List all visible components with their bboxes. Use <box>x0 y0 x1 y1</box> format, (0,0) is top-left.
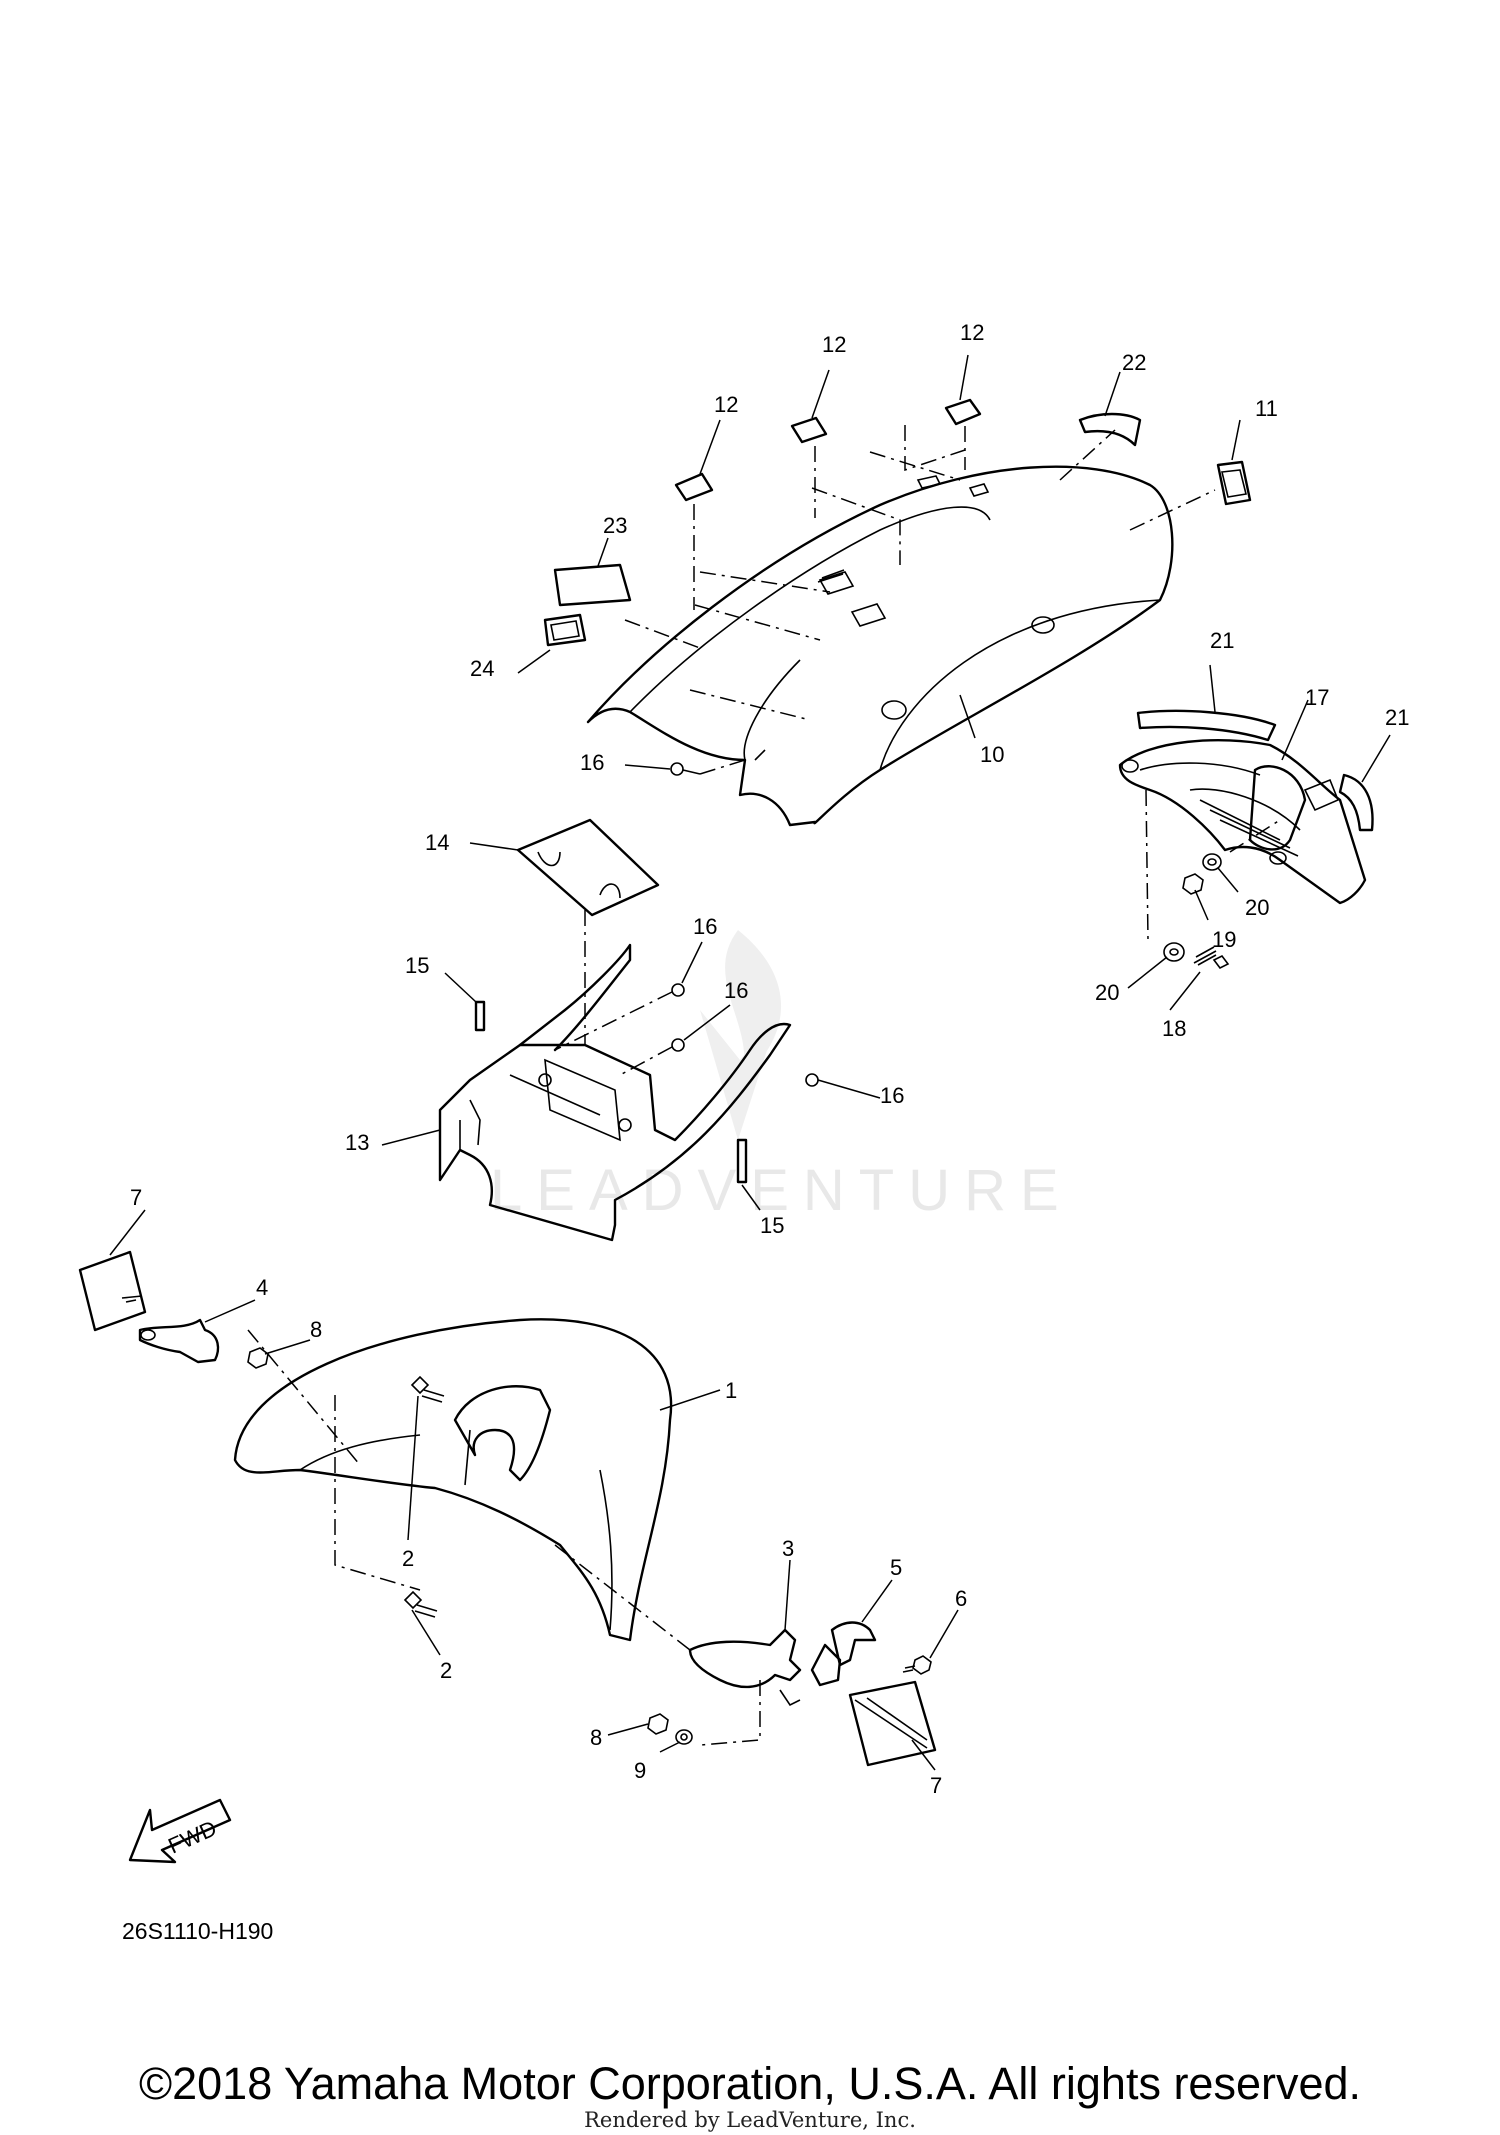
washer-20-a <box>1202 853 1222 871</box>
leadventure-watermark: LEADVENTURE <box>490 930 1073 1223</box>
front-fender <box>233 1318 673 1642</box>
decal-24 <box>543 613 587 647</box>
clip-15-b <box>736 1138 748 1184</box>
callout-10: 10 <box>980 742 1004 767</box>
damper-21-a <box>1136 709 1277 742</box>
callout-12: 12 <box>960 320 984 345</box>
callout-21: 21 <box>1385 705 1409 730</box>
pad-12-b <box>790 416 828 444</box>
callouts: 12 12 12 22 11 23 24 16 10 21 17 21 20 1… <box>130 320 1409 1798</box>
callout-16: 16 <box>580 750 604 775</box>
callout-19: 19 <box>1212 927 1236 952</box>
reflector-7-a <box>78 1250 147 1332</box>
callout-16: 16 <box>693 914 717 939</box>
callout-20: 20 <box>1245 895 1269 920</box>
nut-19 <box>1182 873 1204 895</box>
bolt-2-a <box>410 1375 445 1403</box>
bracket-13 <box>438 943 792 1242</box>
callout-9: 9 <box>634 1758 646 1783</box>
callout-23: 23 <box>603 513 627 538</box>
callout-15: 15 <box>760 1213 784 1238</box>
clip-15-a <box>474 1000 486 1032</box>
washer-20-b <box>1163 942 1185 962</box>
callout-22: 22 <box>1122 350 1146 375</box>
callout-12: 12 <box>822 332 846 357</box>
pad-12-a <box>674 472 714 502</box>
callout-24: 24 <box>470 656 494 681</box>
callout-14: 14 <box>425 830 449 855</box>
pad-12-c <box>944 398 982 426</box>
rendered-by-notice: Rendered by LeadVenture, Inc. <box>584 2108 916 2132</box>
taillight-bracket-17 <box>1118 738 1367 905</box>
plate-14 <box>516 818 660 917</box>
callout-8: 8 <box>590 1725 602 1750</box>
callout-7: 7 <box>130 1185 142 1210</box>
callout-15: 15 <box>405 953 429 978</box>
callout-2: 2 <box>402 1546 414 1571</box>
reflector-7-b <box>848 1680 937 1767</box>
fwd-arrow-icon: FWD <box>128 1798 232 1864</box>
decal-23 <box>553 563 632 607</box>
callout-13: 13 <box>345 1130 369 1155</box>
bolt-18 <box>1193 946 1230 970</box>
callout-20: 20 <box>1095 980 1119 1005</box>
emblem-22 <box>1078 412 1142 447</box>
leader-lines <box>109 354 1391 1771</box>
bracket-4 <box>138 1318 220 1364</box>
callout-17: 17 <box>1305 685 1329 710</box>
screw-16-c <box>671 1038 685 1052</box>
callout-4: 4 <box>256 1275 268 1300</box>
callout-6: 6 <box>955 1586 967 1611</box>
screw-16-a <box>670 762 701 776</box>
damper-21-b <box>1338 773 1374 832</box>
callout-18: 18 <box>1162 1016 1186 1041</box>
diagram-code: 26S1110-H190 <box>122 1918 274 1944</box>
callout-5: 5 <box>890 1555 902 1580</box>
rear-fender <box>586 465 1174 827</box>
grommet-11 <box>1216 460 1252 506</box>
callout-7: 7 <box>930 1773 942 1798</box>
callout-8: 8 <box>310 1317 322 1342</box>
callout-2: 2 <box>440 1658 452 1683</box>
callout-16: 16 <box>880 1083 904 1108</box>
callout-11: 11 <box>1255 396 1278 421</box>
copyright-notice: ©2018 Yamaha Motor Corporation, U.S.A. A… <box>138 2058 1362 2109</box>
callout-3: 3 <box>782 1536 794 1561</box>
callout-21: 21 <box>1210 628 1234 653</box>
nut-8-b <box>647 1713 669 1735</box>
bolt-2-b <box>403 1590 438 1618</box>
callout-1: 1 <box>725 1378 737 1403</box>
watermark-text: LEADVENTURE <box>490 1158 1073 1223</box>
callout-16: 16 <box>724 978 748 1003</box>
screw-16-b <box>671 983 685 997</box>
screw-16-d <box>805 1073 819 1087</box>
nut-8-a <box>247 1347 269 1369</box>
bracket-3 <box>688 1628 802 1707</box>
washer-9 <box>675 1729 693 1745</box>
callout-12: 12 <box>714 392 738 417</box>
bolt-6 <box>902 1655 932 1675</box>
clamp-5 <box>810 1621 877 1687</box>
